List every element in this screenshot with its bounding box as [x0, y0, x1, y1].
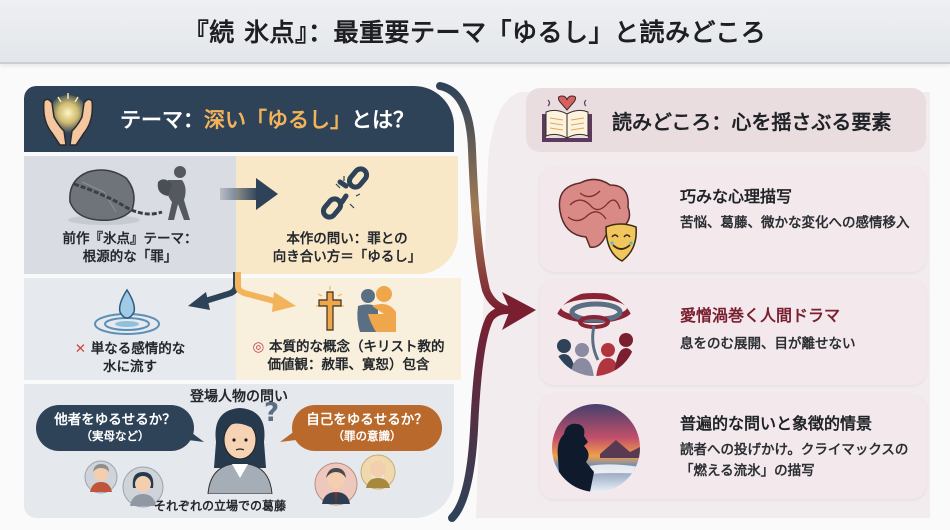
previous-work-caption: 前作『氷点』テーマ： 根源的な「罪」: [62, 231, 198, 265]
cross-and-embrace-icon: [312, 284, 402, 334]
card-description: 苦悩、葛藤、微かな変化への感情移入: [680, 215, 910, 231]
theme-title-accent: 深い「ゆるし」: [204, 108, 351, 132]
brain-and-mask-icon: [550, 175, 646, 265]
double-circle-mark-icon: ◎: [252, 339, 265, 355]
highlight-card-universal-question: 普遍的な問いと象徴的情景 読者への投げかけ。クライマックスの「燃える流氷」の描写: [540, 394, 926, 499]
wrong-interpretation-caption: ✕ 単なる感情的な 水に流す: [74, 341, 186, 375]
page-title: 『続 氷点』：最重要テーマ「ゆるし」と読みどころ: [183, 18, 767, 47]
theme-panel: テーマ：深い「ゆるし」とは？ 前作『氷点』テーマ： 根源的な「罪」: [24, 86, 464, 518]
water-drop-ripple-icon: [92, 288, 162, 336]
title-bar: 『続 氷点』：最重要テーマ「ゆるし」と読みどころ: [0, 0, 950, 64]
avatar-elderly-man: [360, 454, 396, 490]
card-title: 普遍的な問いと象徴的情景: [680, 414, 873, 433]
previous-work-cell: 前作『氷点』テーマ： 根源的な「罪」: [24, 156, 236, 274]
card-title: 愛憎渦巻く人間ドラマ: [680, 306, 841, 325]
highlight-card-drama: 愛憎渦巻く人間ドラマ 息をのむ展開、目が離せない: [540, 280, 926, 385]
speech-bubble-forgive-self: 自己をゆるせるか？ （罪の意識）: [292, 405, 442, 451]
current-work-cell: 本作の問い：罪との 向き合い方＝「ゆるし」: [236, 156, 458, 274]
highlights-title: 読みどころ：心を揺さぶる要素: [612, 109, 892, 134]
whirlwind-people-icon: [550, 288, 646, 378]
protagonist-woman-icon: [202, 402, 278, 494]
avatar-man-suit: [314, 462, 358, 506]
open-book-heart-icon: [538, 94, 596, 146]
current-work-caption: 本作の問い：罪との 向き合い方＝「ゆるし」: [272, 231, 422, 265]
theme-title: テーマ：深い「ゆるし」とは？: [120, 108, 414, 132]
card-title: 巧みな心理描写: [680, 187, 793, 206]
theme-header: テーマ：深い「ゆるし」とは？: [24, 86, 454, 152]
cross-mark-icon: ✕: [74, 341, 87, 357]
silhouette-sunset-icon: [550, 402, 646, 492]
card-description: 読者への投げかけ。クライマックスの「燃える流氷」の描写: [680, 442, 909, 479]
characters-footnote: それぞれの立場での葛藤: [154, 499, 287, 513]
speech-bubble-tail-right: [280, 430, 296, 442]
highlight-card-psychology: 巧みな心理描写 苦悩、葛藤、微かな変化への感情移入: [540, 167, 926, 272]
broken-chain-icon: [316, 164, 380, 224]
characters-heading: 登場人物の問い: [190, 389, 288, 405]
question-mark-icon: ?: [264, 398, 280, 428]
true-concept-cell: ◎ 本質的な概念（キリスト教的 価値観：赦罪、寛恕）包含: [236, 278, 461, 380]
boulder-chained-to-person-icon: [64, 162, 204, 228]
speech-bubble-tail-left: [188, 430, 204, 442]
avatar-elderly-woman: [84, 460, 118, 494]
theme-row-sin-to-forgiveness: 前作『氷点』テーマ： 根源的な「罪」: [24, 156, 464, 274]
card-description: 息をのむ展開、目が離せない: [680, 336, 856, 352]
speech-bubble-forgive-others: 他者をゆるせるか？ （実母など）: [36, 405, 194, 451]
branch-arrows: [188, 272, 296, 312]
theme-row-interpretation: ✕ 単なる感情的な 水に流す ◎ 本質的な概念（キ: [24, 278, 464, 380]
true-concept-caption: ◎ 本質的な概念（キリスト教的 価値観：赦罪、寛恕）包含: [252, 339, 445, 373]
avatar-woman: [122, 466, 164, 508]
glowing-hands-icon: [38, 91, 98, 147]
right-arrow-icon: [220, 178, 280, 210]
characters-question-section: 登場人物の問い 他者をゆるせるか？ （実母など） 自己をゆるせるか？ （罪の意識…: [24, 384, 454, 518]
wrong-interpretation-cell: ✕ 単なる感情的な 水に流す: [24, 278, 236, 380]
highlights-header: 読みどころ：心を揺さぶる要素: [526, 88, 926, 152]
